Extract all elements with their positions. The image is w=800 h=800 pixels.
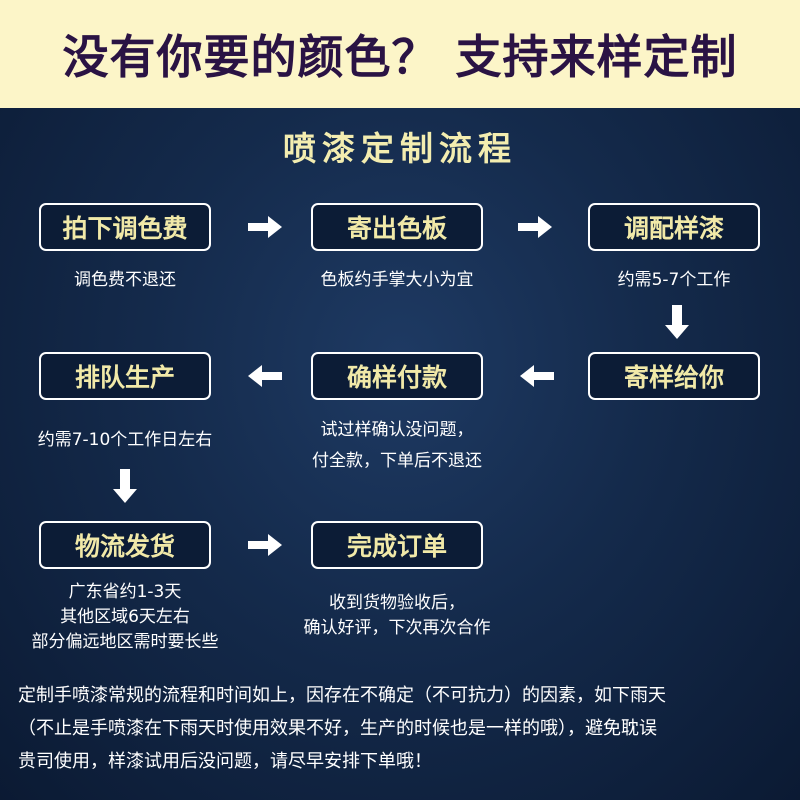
step-mix-sample-paint: 调配样漆 [588, 203, 760, 251]
step-ship-goods-note: 广东省约1-3天 其他区域6天左右 部分偏远地区需时要长些 [0, 580, 250, 655]
note-line: 收到货物验收后， [329, 593, 465, 613]
arrow-left-icon [248, 365, 282, 387]
step-pay-color-fee: 拍下调色费 [39, 203, 211, 251]
note-line: 约需7-10个工作日左右 [37, 430, 213, 450]
step-mix-sample-paint-note: 约需5-7个工作 [549, 268, 799, 293]
arrow-right-icon [248, 534, 282, 556]
footer-line: （不止是手喷漆在下雨天时使用效果不好，生产的时候也是一样的哦），避免耽误 [18, 718, 657, 739]
footer-notice: 定制手喷漆常规的流程和时间如上，因存在不确定（不可抗力）的因素，如下雨天 （不止… [18, 679, 788, 778]
step-queue-production: 排队生产 [39, 352, 211, 400]
step-confirm-pay-note: 试过样确认没问题， 付全款，下单后不退还 [272, 418, 522, 474]
arrow-left-icon [520, 365, 554, 387]
footer-line: 定制手喷漆常规的流程和时间如上，因存在不确定（不可抗力）的因素，如下雨天 [18, 685, 666, 706]
step-pay-color-fee-note: 调色费不退还 [0, 268, 250, 293]
step-send-color-card: 寄出色板 [311, 203, 483, 251]
note-line: 广东省约1-3天 [68, 582, 182, 602]
arrow-down-icon [665, 305, 689, 339]
step-ship-goods: 物流发货 [39, 521, 211, 569]
banner-headline: 没有你要的颜色？ 支持来样定制 [62, 30, 738, 84]
note-line: 约需5-7个工作 [617, 270, 731, 290]
note-line: 确认好评，下次再次合作 [303, 618, 491, 638]
step-send-color-card-note: 色板约手掌大小为宜 [272, 268, 522, 293]
process-title: 喷漆定制流程 [283, 129, 517, 168]
step-send-sample: 寄样给你 [588, 352, 760, 400]
note-line: 调色费不退还 [74, 270, 176, 290]
step-complete-order: 完成订单 [311, 521, 483, 569]
arrow-right-icon [518, 216, 552, 238]
step-confirm-pay: 确样付款 [311, 352, 483, 400]
arrow-down-icon [113, 469, 137, 503]
note-line: 付全款，下单后不退还 [312, 451, 482, 471]
step-queue-production-note: 约需7-10个工作日左右 [0, 428, 250, 453]
step-complete-order-note: 收到货物验收后， 确认好评，下次再次合作 [272, 591, 522, 641]
arrow-right-icon [248, 216, 282, 238]
footer-line: 贵司使用，样漆试用后没问题，请尽早安排下单哦！ [18, 751, 432, 772]
note-line: 试过样确认没问题， [320, 420, 474, 440]
note-line: 其他区域6天左右 [60, 607, 190, 627]
top-banner: 没有你要的颜色？ 支持来样定制 [0, 0, 800, 108]
note-line: 部分偏远地区需时要长些 [31, 632, 219, 652]
note-line: 色板约手掌大小为宜 [320, 270, 474, 290]
